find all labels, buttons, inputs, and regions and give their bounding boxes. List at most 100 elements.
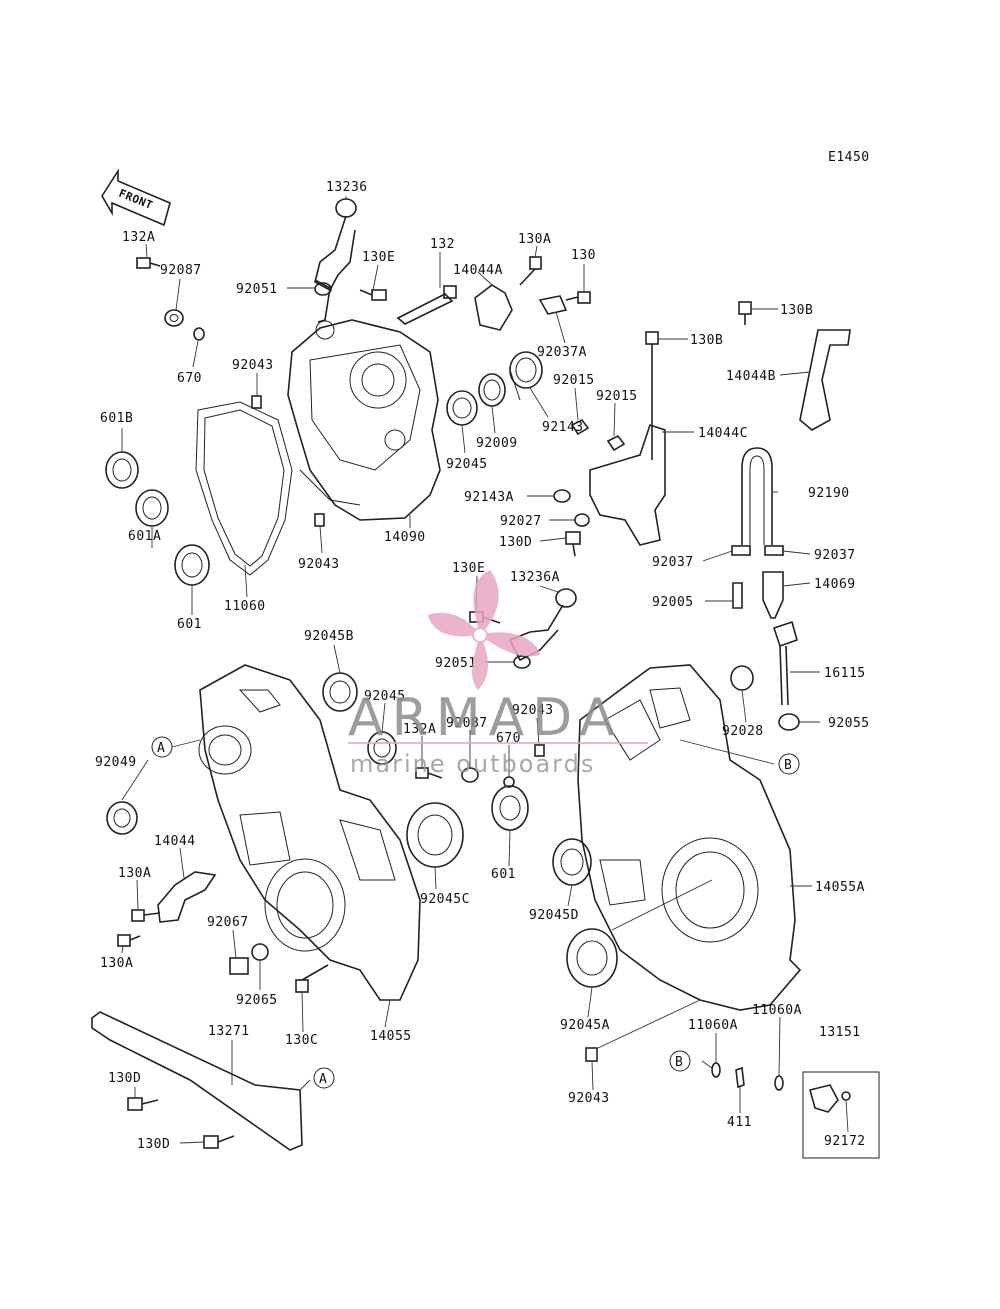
collar-92143 xyxy=(509,351,543,401)
bracket-14044c xyxy=(589,423,666,546)
hose-92190 xyxy=(741,447,773,545)
collar-92027 xyxy=(574,513,590,527)
callout-a-left: A xyxy=(151,736,173,758)
part-label: 601A xyxy=(128,529,161,544)
part-label: 92172 xyxy=(824,1134,866,1149)
part-label: 92045 xyxy=(364,689,406,704)
bearing-92045-upper xyxy=(446,390,478,426)
bearing-601 xyxy=(174,544,210,586)
callout-b-lower: B xyxy=(669,1050,691,1072)
bolt-130a-upper xyxy=(519,256,542,286)
part-label: 14055A xyxy=(815,880,865,895)
part-label: 92037 xyxy=(814,548,856,563)
part-label: 130A xyxy=(118,866,151,881)
part-label: 130D xyxy=(108,1071,141,1086)
watermark-tagline: marine outboards xyxy=(350,750,595,778)
part-label: 92015 xyxy=(596,389,638,404)
bearing-92045a xyxy=(566,928,618,988)
bolt-130-upper xyxy=(565,291,591,304)
leader-lines xyxy=(121,196,849,1144)
part-label: 130B xyxy=(780,303,813,318)
bolt-132a xyxy=(136,257,161,269)
part-label: 92065 xyxy=(236,993,278,1008)
part-label: 92037A xyxy=(537,345,587,360)
part-label: 92045A xyxy=(560,1018,610,1033)
seal-92009 xyxy=(478,373,506,407)
bolt-130d-upper xyxy=(565,531,581,557)
part-label: 92087 xyxy=(446,716,488,731)
part-label: 92015 xyxy=(553,373,595,388)
dowel-92043-upper xyxy=(251,395,262,409)
bolt-130a-lower2 xyxy=(117,934,141,947)
diagram-code: E1450 xyxy=(828,150,870,165)
bearing-601a xyxy=(135,489,169,527)
bolt-130c xyxy=(295,964,329,993)
part-label: 14090 xyxy=(384,530,426,545)
dowel-92043-mid2 xyxy=(534,744,545,757)
part-label: 13151 xyxy=(819,1025,861,1040)
gasket-11060a-left xyxy=(711,1062,721,1078)
part-label: 132A xyxy=(403,722,436,737)
svg-text:A: A xyxy=(157,741,165,756)
svg-text:B: B xyxy=(675,1055,683,1070)
oring-92055 xyxy=(778,713,800,731)
callout-b-right: B xyxy=(778,753,800,775)
upper-cover-14090 xyxy=(287,319,441,521)
collar-92028 xyxy=(730,665,754,691)
part-label: 92045C xyxy=(420,892,470,907)
oring-670-upper xyxy=(193,327,205,341)
part-label: 14044C xyxy=(698,426,748,441)
watermark-brand: ARMADA xyxy=(348,688,623,748)
part-label: 14055 xyxy=(370,1029,412,1044)
part-label: 132A xyxy=(122,230,155,245)
part-label: 92043 xyxy=(298,557,340,572)
breather-14069 xyxy=(762,571,784,619)
part-label: 92067 xyxy=(207,915,249,930)
part-label: 130E xyxy=(362,250,395,265)
part-label: 130A xyxy=(100,956,133,971)
part-label: 670 xyxy=(177,371,202,386)
bearing-601b xyxy=(105,451,139,489)
gasket-11060 xyxy=(195,401,293,576)
clamp-92037-right xyxy=(764,545,784,556)
bolt-130b-right xyxy=(738,301,752,325)
part-label: 130D xyxy=(137,1137,170,1152)
part-label: 13236 xyxy=(326,180,368,195)
part-label: 130 xyxy=(571,248,596,263)
bearing-92045d xyxy=(552,838,592,886)
seal-92051-mid xyxy=(513,655,531,669)
part-label: 92005 xyxy=(652,595,694,610)
part-label: 601 xyxy=(491,867,516,882)
svg-text:B: B xyxy=(784,758,792,773)
dowel-92043-lower xyxy=(585,1047,598,1062)
part-label: 16115 xyxy=(824,666,866,681)
bolt-130d-lower1 xyxy=(127,1097,159,1111)
part-label: 92087 xyxy=(160,263,202,278)
part-label: 92143A xyxy=(464,490,514,505)
lever-13236 xyxy=(314,198,357,323)
nut-92015-a xyxy=(570,418,590,436)
bolt-130d-lower2 xyxy=(203,1135,235,1149)
washer-92087 xyxy=(164,309,184,327)
washer-92065 xyxy=(251,943,269,961)
part-label: 130E xyxy=(452,561,485,576)
part-label: 11060 xyxy=(224,599,266,614)
guide-13271 xyxy=(91,1011,303,1151)
dipstick-16115 xyxy=(772,620,798,706)
part-label: 13271 xyxy=(208,1024,250,1039)
part-label: 14044A xyxy=(453,263,503,278)
front-arrow-icon: FRONT xyxy=(101,168,171,227)
part-label: 92009 xyxy=(476,436,518,451)
clip-92037a xyxy=(538,295,568,315)
bracket-14044a xyxy=(474,284,513,331)
bolt-132 xyxy=(396,285,457,325)
bracket-14044b xyxy=(799,329,851,431)
svg-text:A: A xyxy=(319,1072,327,1087)
collar-92143a xyxy=(553,489,571,503)
part-label: 92049 xyxy=(95,755,137,770)
plug-92067 xyxy=(229,957,249,975)
part-label: 14044B xyxy=(726,369,776,384)
part-label: 92051 xyxy=(236,282,278,297)
part-label: 14044 xyxy=(154,834,196,849)
clamp-92037-left xyxy=(731,545,751,556)
